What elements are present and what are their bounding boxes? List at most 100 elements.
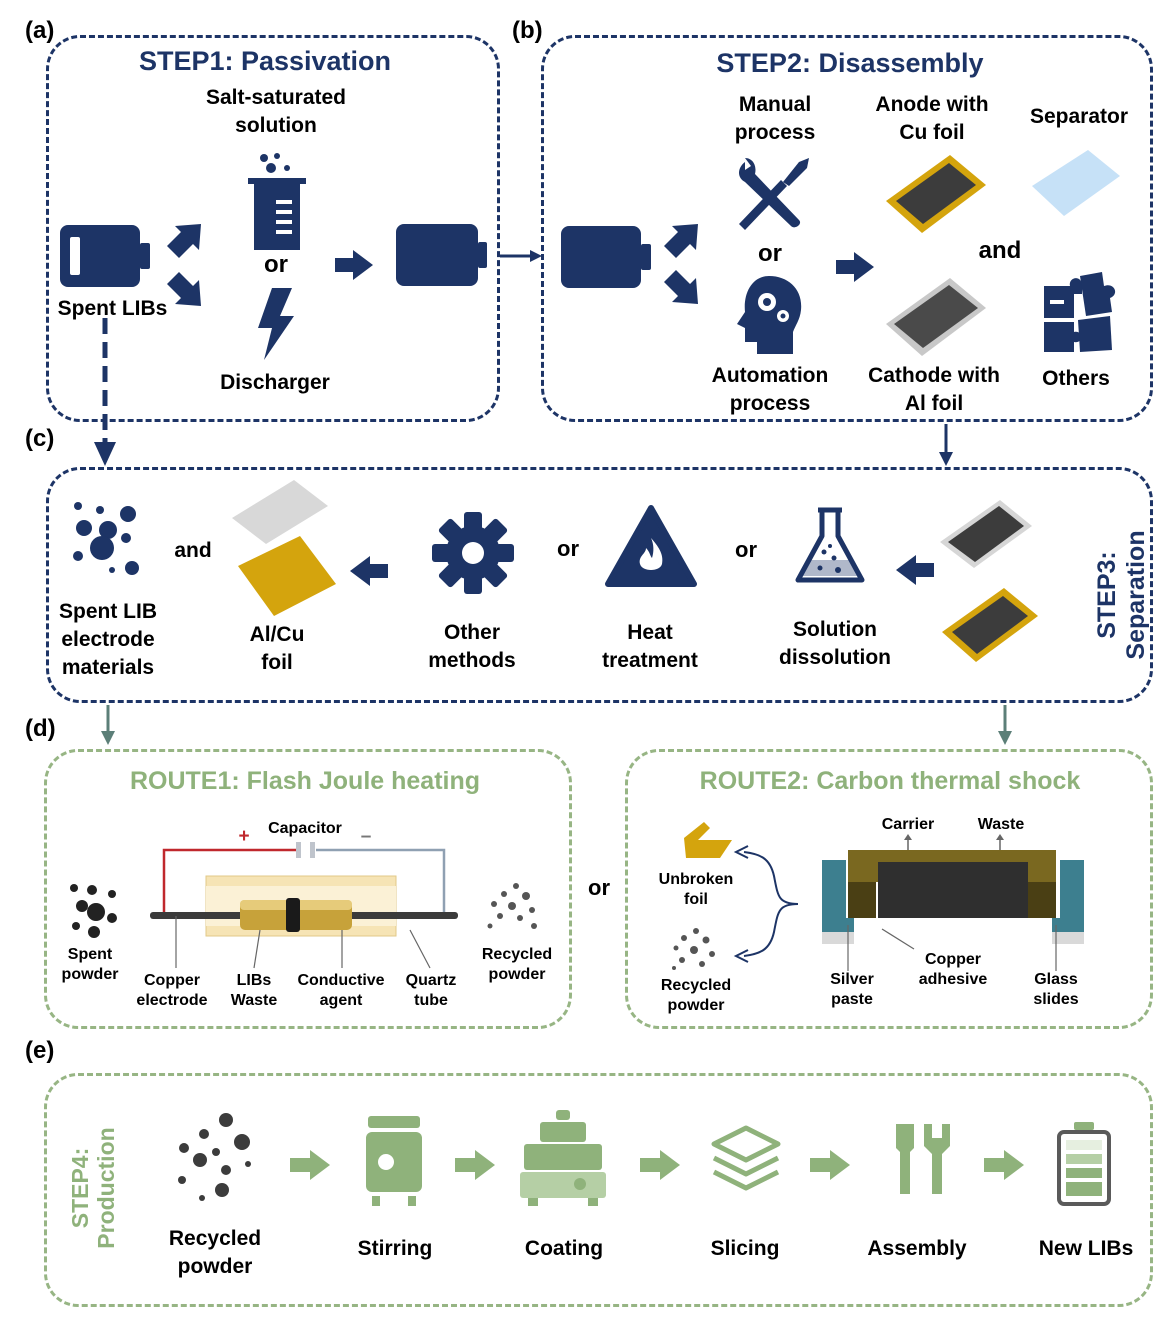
- step4-title-line1: STEP4:: [67, 1147, 93, 1229]
- particles-icon: [73, 502, 139, 575]
- conductive-agent-line1: Conductive: [297, 972, 385, 989]
- tools-icon: [739, 158, 809, 230]
- step4-arrow-3: [640, 1150, 680, 1180]
- cathode-line2: Al foil: [904, 392, 964, 415]
- step3-cathode-foil-icon: [940, 500, 1032, 568]
- beaker-icon: [248, 153, 306, 250]
- step1-or: or: [264, 251, 288, 278]
- anode-line2: Cu foil: [899, 121, 965, 144]
- slicing-layers-icon: [711, 1125, 781, 1191]
- new-libs-label: New LIBs: [1038, 1237, 1134, 1260]
- step4-box: [44, 1073, 1153, 1307]
- recycled-powder-icon-route2: [672, 928, 715, 970]
- step4-recycled-line1: Recycled: [168, 1227, 262, 1250]
- route1-callout-lines: [175, 916, 431, 969]
- anode-foil-icon: [886, 155, 986, 233]
- salt-label-line1: Salt-saturated: [205, 86, 347, 109]
- step2-arrow-up-right-icon: [664, 224, 698, 258]
- unbroken-foil-icon: [684, 822, 732, 858]
- flask-icon: [795, 507, 865, 583]
- step3-or-2: or: [735, 537, 757, 562]
- copper-electrode-line1: Copper: [144, 972, 200, 989]
- step4-arrow-2: [455, 1150, 495, 1180]
- step4-arrow-4: [810, 1150, 850, 1180]
- recycled-powder-particles-icon: [178, 1113, 251, 1201]
- capacitor-label: Capacitor: [268, 820, 342, 837]
- step3-arrow-left-icon-1: [896, 555, 934, 585]
- quartz-tube-line2: tube: [414, 992, 448, 1009]
- copper-electrode-line2: electrode: [136, 992, 208, 1009]
- step2-battery-icon: [561, 226, 651, 288]
- manual-line1: Manual: [738, 93, 812, 116]
- step1-title: STEP1: Passivation: [138, 46, 392, 76]
- glass-slides-line1: Glass: [1034, 971, 1078, 988]
- libs-waste-line2: Waste: [230, 992, 278, 1009]
- copper-adhesive-line1: Copper: [925, 951, 981, 968]
- step2-arrow-right-icon: [836, 252, 874, 282]
- panel-letter-c: (c): [25, 425, 55, 452]
- recycled-powder-icon-route1: [487, 883, 537, 929]
- arrow-right-icon: [335, 250, 373, 280]
- libs-waste-line1: LIBs: [236, 972, 272, 989]
- between-routes-or: or: [588, 875, 610, 900]
- solution-line1: Solution: [793, 618, 877, 641]
- assembly-tools-icon: [896, 1124, 950, 1194]
- silver-paste-line2: paste: [831, 991, 873, 1008]
- spent-electrode-line2: electrode: [61, 628, 155, 651]
- slicing-label: Slicing: [710, 1237, 780, 1260]
- step4-arrow-1: [290, 1150, 330, 1180]
- auto-line1: Automation: [711, 364, 829, 387]
- solution-line2: dissolution: [779, 646, 891, 669]
- carrier-label: Carrier: [881, 816, 935, 833]
- flash-joule-circuit: [150, 842, 458, 937]
- waste-label: Waste: [977, 816, 1025, 833]
- unbroken-foil-line1: Unbroken: [658, 871, 734, 888]
- new-battery-icon: [1057, 1122, 1111, 1206]
- route2-title: ROUTE2: Carbon thermal shock: [699, 767, 1081, 795]
- step1-box: [46, 35, 500, 422]
- step3-arrow-left-icon-2: [350, 556, 388, 586]
- route2-callout-lines: [847, 925, 1057, 971]
- step2-arrow-down-right-icon: [664, 270, 698, 304]
- copper-adhesive-line2: adhesive: [918, 971, 988, 988]
- arrow-step3-to-route2: [998, 705, 1012, 745]
- panel-letter-e: (e): [25, 1037, 55, 1064]
- glass-slides-line2: slides: [1033, 991, 1079, 1008]
- quartz-tube-line1: Quartz: [405, 972, 457, 989]
- step4-arrow-5: [984, 1150, 1024, 1180]
- spent-electrode-line3: materials: [61, 656, 155, 679]
- carbon-thermal-shock-device: [822, 834, 1084, 944]
- spent-electrode-line1: Spent LIB: [59, 600, 157, 623]
- arrow-down-right-icon: [167, 272, 201, 306]
- panel-letter-d: (d): [25, 715, 56, 742]
- minus-sign: –: [360, 826, 372, 847]
- route2-box: [625, 749, 1153, 1029]
- al-cu-foil-icon: [232, 480, 336, 616]
- step3-title-line2: Separation: [1121, 530, 1150, 660]
- recycled-powder-r2-line1: Recycled: [660, 977, 732, 994]
- step3-or-1: or: [557, 536, 579, 561]
- unbroken-foil-line2: foil: [684, 891, 708, 908]
- separator-icon: [1032, 150, 1120, 216]
- heat-line1: Heat: [627, 621, 673, 644]
- discharger-label: Discharger: [220, 371, 330, 394]
- assembly-label: Assembly: [867, 1237, 967, 1260]
- recycled-powder-line1: Recycled: [481, 946, 553, 963]
- stirring-label: Stirring: [357, 1237, 433, 1260]
- plus-sign: +: [238, 826, 250, 847]
- coating-label: Coating: [524, 1237, 604, 1260]
- automation-head-icon: [737, 276, 802, 354]
- conductive-agent-line2: agent: [319, 992, 363, 1009]
- spent-powder-line1: Spent: [67, 946, 113, 963]
- spent-powder-icon: [70, 884, 117, 938]
- coating-machine-icon: [520, 1110, 606, 1206]
- auto-line2: process: [729, 392, 811, 415]
- step3-title-line1: STEP3:: [1093, 551, 1121, 639]
- step2-and: and: [978, 237, 1022, 264]
- others-label: Others: [1042, 367, 1110, 390]
- spent-battery-icon: [60, 225, 150, 287]
- recycled-powder-line2: powder: [488, 966, 546, 983]
- foil-line1: Al/Cu: [249, 623, 305, 646]
- salt-label-line2: solution: [235, 114, 317, 137]
- step4-title: STEP4: Production: [67, 1118, 119, 1258]
